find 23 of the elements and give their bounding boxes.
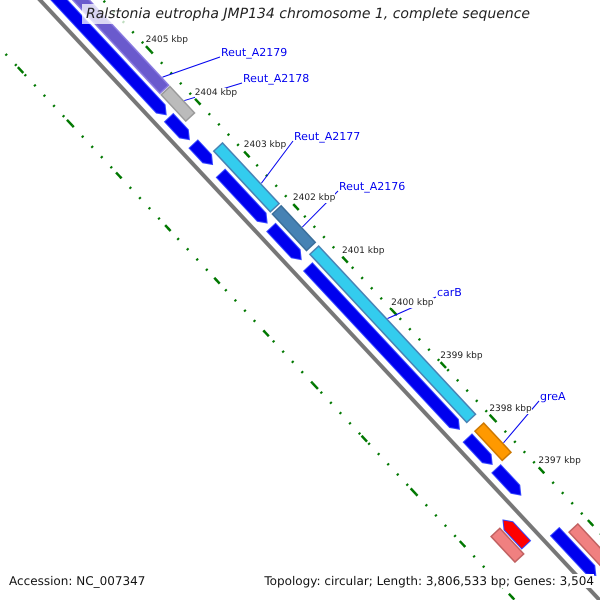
- gene-block: [474, 422, 512, 462]
- scale-label: 2399 kbp: [440, 350, 483, 361]
- gene-block: [271, 204, 316, 252]
- gene-label: Reut_A2179: [221, 46, 288, 59]
- scale-label: 2400 kbp: [391, 298, 434, 308]
- scale-label: 2401 kbp: [342, 246, 384, 256]
- gene-label: Reut_A2176: [339, 180, 406, 193]
- gene-block: [160, 86, 196, 122]
- scale-label: 2404 kbp: [194, 88, 238, 98]
- scale-label: 2405 kbp: [146, 35, 188, 46]
- gene-label: greA: [540, 390, 566, 403]
- sequence-info: Topology: circular; Length: 3,806,533 bp; Genes: 3,504: [264, 574, 594, 588]
- scale-label: 2402 kbp: [292, 193, 336, 204]
- gene-label: Reut_A2177: [294, 130, 360, 143]
- leader-line: [260, 140, 294, 184]
- scale-label: 2403 kbp: [244, 140, 286, 150]
- gene-label: Reut_A2178: [243, 72, 310, 85]
- scale-label: 2397 kbp: [538, 456, 581, 466]
- gene-label: carB: [437, 286, 462, 299]
- scale-label: 2398 kbp: [489, 404, 532, 414]
- leader-line: [503, 400, 540, 444]
- leader-line: [162, 56, 220, 78]
- accession-text: Accession: NC_007347: [9, 574, 146, 588]
